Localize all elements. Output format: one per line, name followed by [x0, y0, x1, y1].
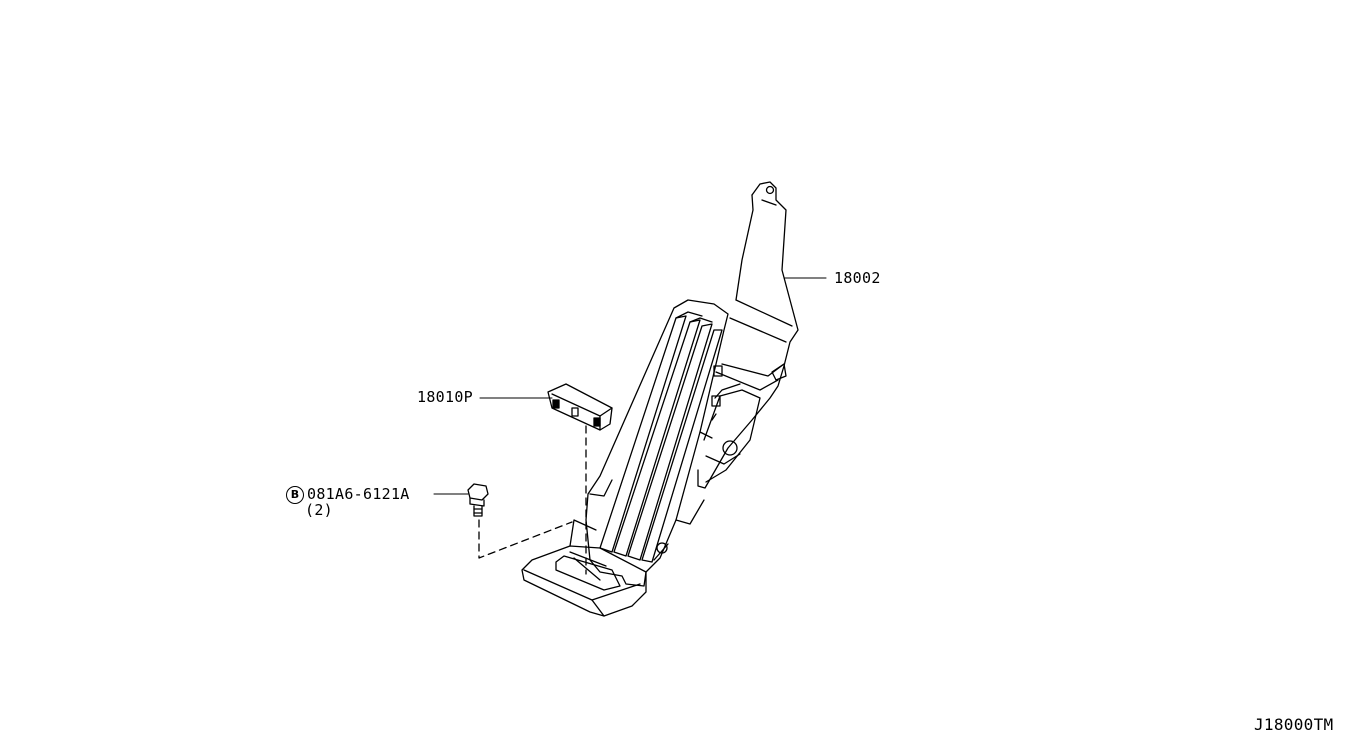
heel-plate — [521, 519, 647, 617]
bolt-part-number-label: 081A6-6121A — [307, 485, 410, 503]
leader-lines — [433, 277, 827, 495]
pad-cover-clip — [547, 383, 613, 431]
part-number-18010p-label: 18010P — [417, 388, 473, 406]
bolt-type-b-symbol: B — [286, 486, 304, 504]
drawing-code-label: J18000TM — [1254, 715, 1334, 734]
bolt-quantity-label: (2) — [305, 501, 333, 519]
pedal-pad — [585, 299, 729, 587]
bolt-fastener — [467, 483, 489, 517]
part-number-18002-label: 18002 — [834, 269, 881, 287]
installation-guide-lines — [478, 425, 587, 575]
